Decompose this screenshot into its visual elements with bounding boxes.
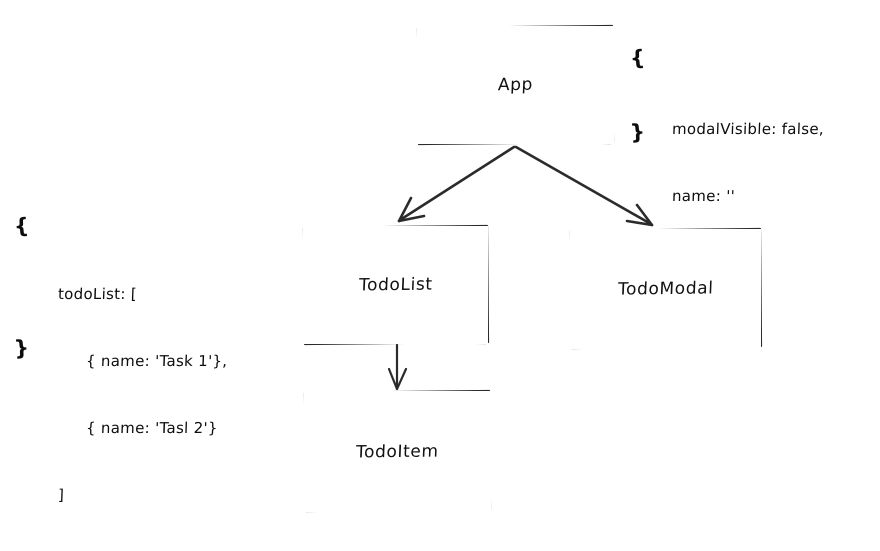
todolist-state-line-task-1: { name: 'Task 1'}, (85, 352, 228, 371)
node-todoitem[interactable]: TodoItem (304, 391, 491, 512)
node-todomodal[interactable]: TodoModal (570, 229, 761, 349)
app-state-line-name: name: '' (671, 187, 736, 206)
node-todolist[interactable]: TodoList (303, 226, 488, 344)
node-todomodal-label: TodoModal (617, 278, 714, 300)
app-state-line-modal-visible: modalVisible: false, (671, 120, 825, 139)
edge-todolist-todoitem (387, 343, 408, 391)
app-state-open-brace: { (629, 45, 646, 71)
todolist-state-line-task-2: { name: 'Tasl 2'} (85, 418, 219, 437)
todolist-state-line-todolist-open: todoList: [ (57, 285, 138, 304)
diagram-canvas: App TodoList TodoModal TodoItem { modalV… (8, 24, 866, 513)
annotation-todolist-state: { todoList: [ { name: 'Task 1'}, { name:… (8, 212, 308, 504)
todolist-state-open-brace: { (13, 213, 30, 239)
node-app-label: App (497, 74, 534, 96)
todolist-state-line-array-close: ] (57, 485, 65, 504)
annotation-app-state: { modalVisible: false, name: '' } (626, 44, 866, 206)
edge-app-todomodal (514, 145, 654, 227)
app-state-close-brace: } (629, 119, 646, 145)
node-app[interactable]: App (417, 26, 614, 144)
app-state-body: modalVisible: false, name: '' (671, 74, 825, 253)
node-todolist-label: TodoList (358, 274, 433, 296)
todolist-state-close-brace: } (13, 335, 30, 361)
node-todoitem-label: TodoItem (355, 440, 440, 463)
todolist-state-body: todoList: [ { name: 'Task 1'}, { name: '… (57, 239, 228, 551)
edge-app-todolist (397, 145, 516, 223)
